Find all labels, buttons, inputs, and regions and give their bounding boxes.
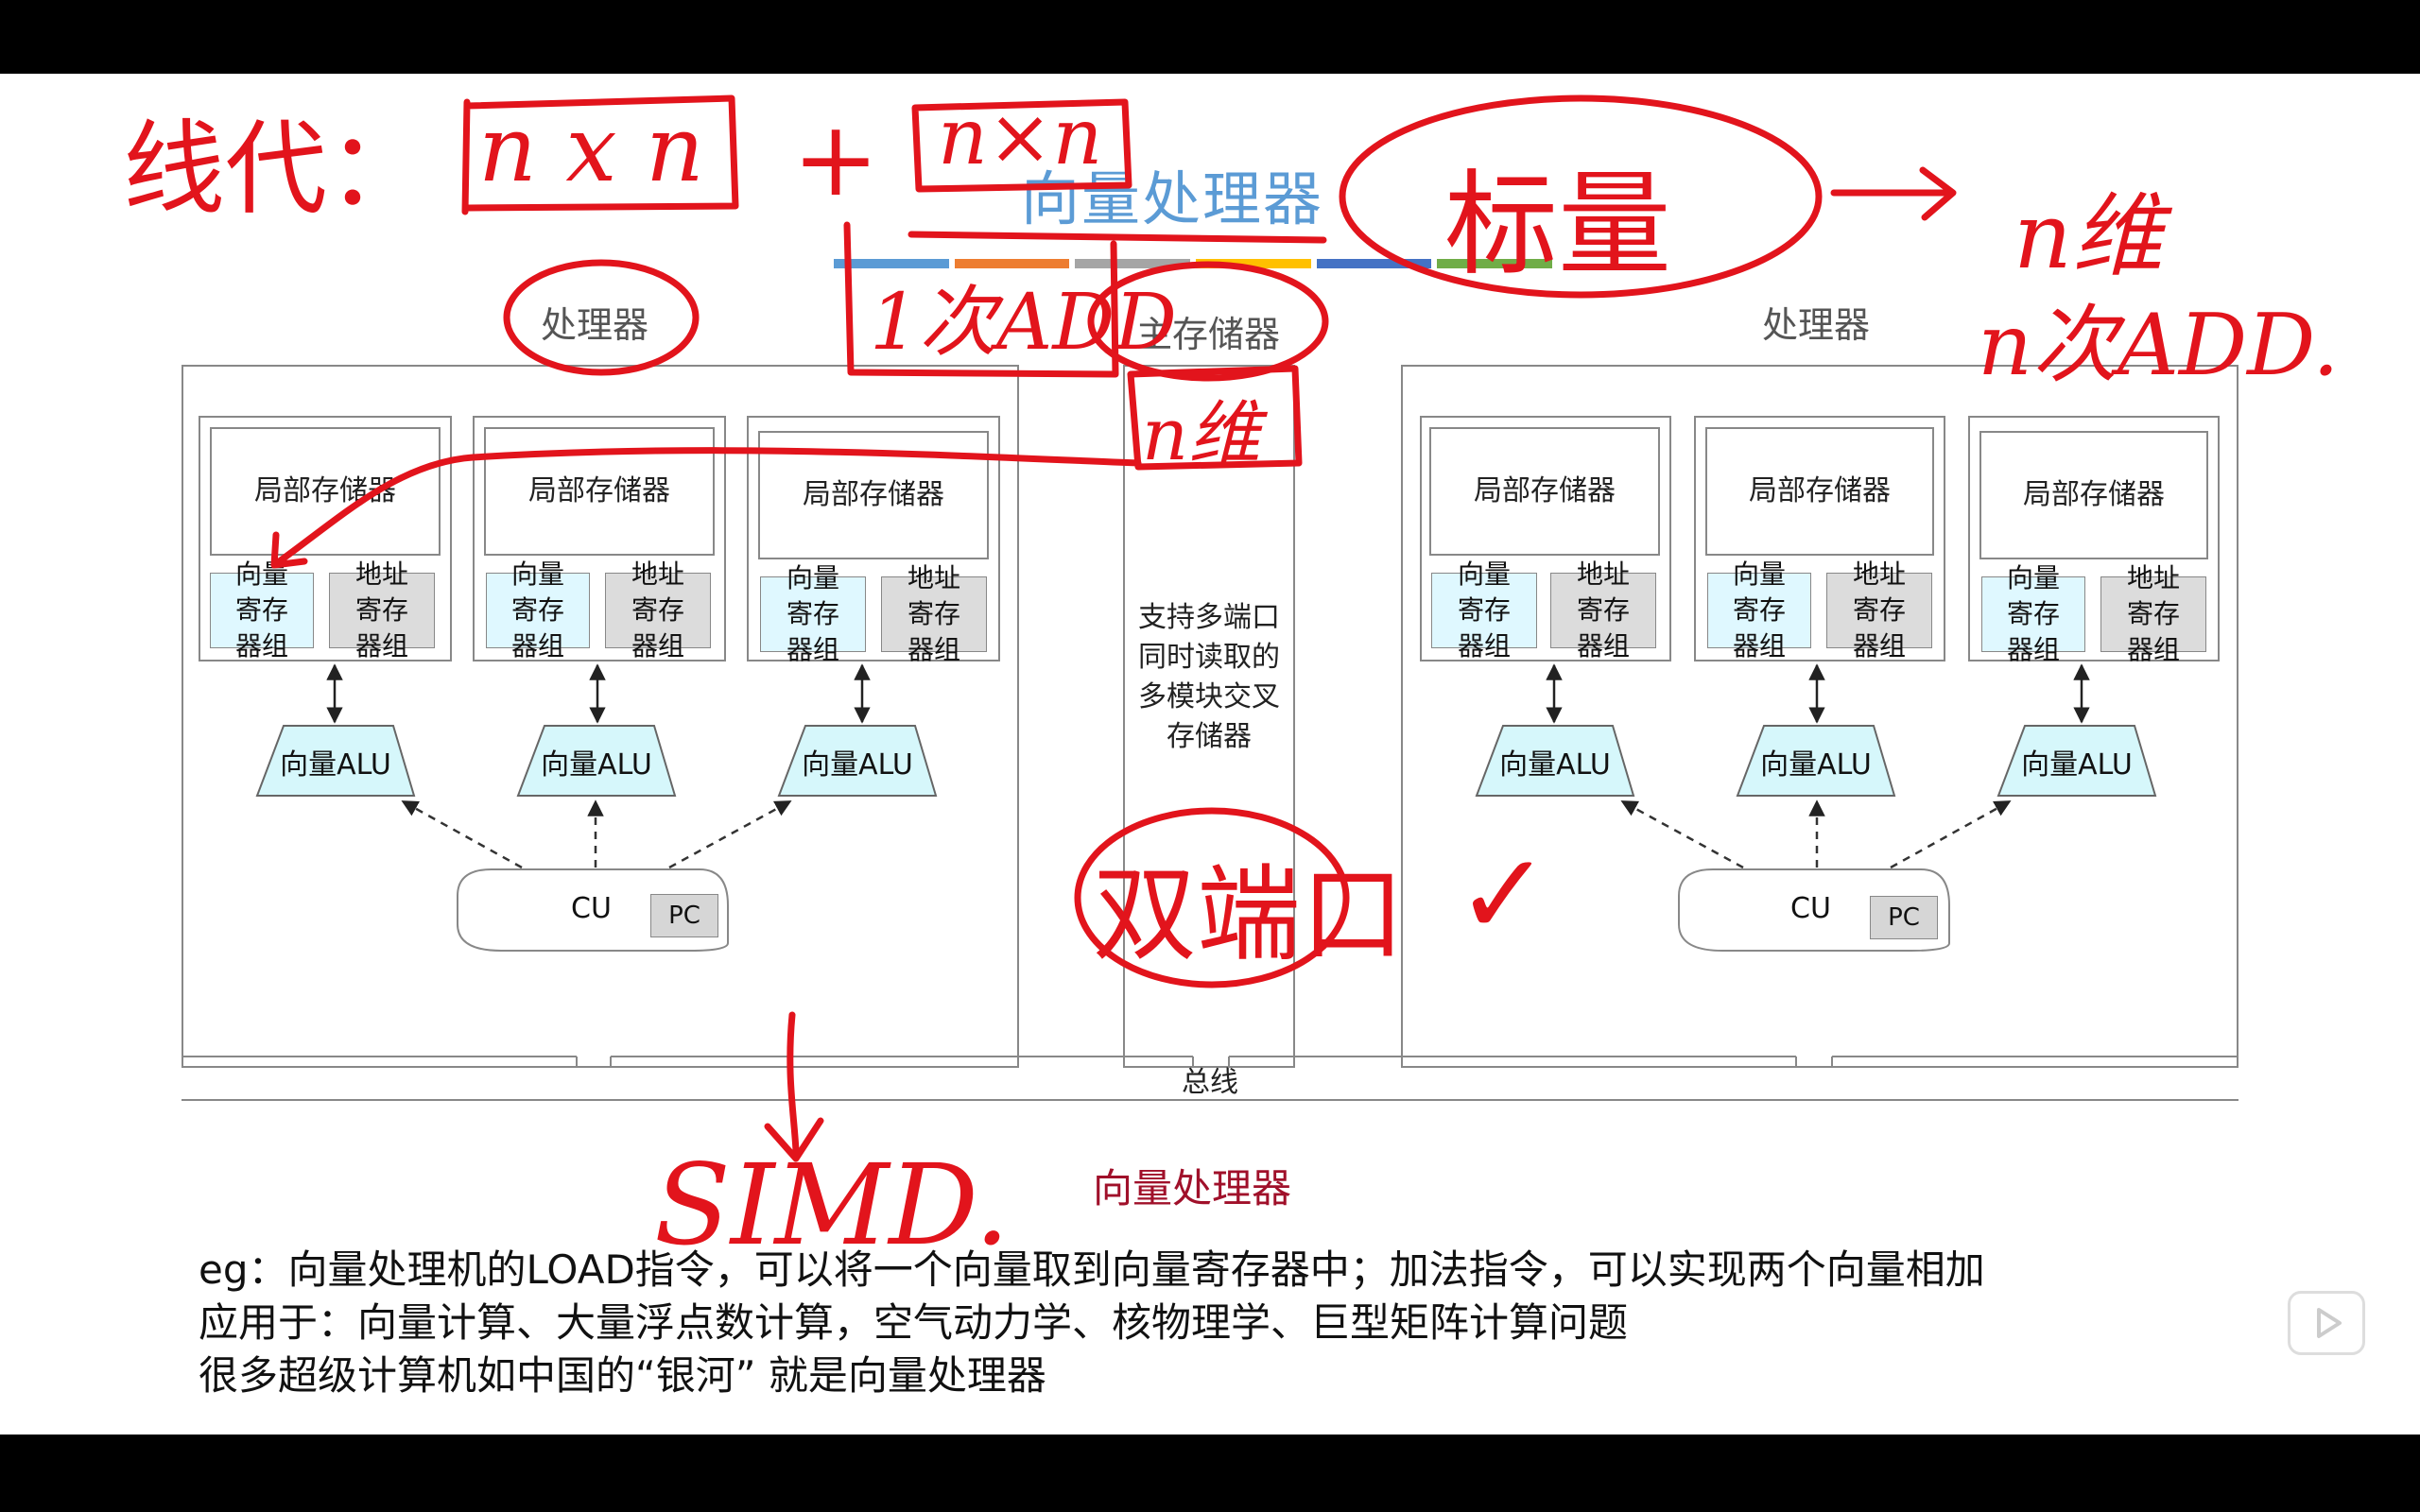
annotation-text: n维 xyxy=(1142,392,1260,476)
play-icon[interactable] xyxy=(2288,1291,2365,1355)
vector-alu xyxy=(777,725,938,797)
vector-alu-label: 向量ALU xyxy=(1760,748,1872,782)
main-memory-description: 支持多端口同时读取的多模块交叉存储器 xyxy=(1138,601,1280,753)
text-line: 很多超级计算机如中国的“银河” 就是向量处理器 xyxy=(199,1352,1046,1399)
title-bar-segment xyxy=(1075,259,1191,268)
arrow-to-simd xyxy=(764,1011,824,1162)
ellipse-processor xyxy=(503,259,700,376)
local-memory xyxy=(1979,431,2208,559)
box-ndim xyxy=(1127,365,1303,471)
annotation-text: 1次ADD xyxy=(870,278,1177,368)
address-register: 地址寄存器组 xyxy=(881,562,987,665)
vector-alu xyxy=(255,725,416,797)
annotation-text: n×n xyxy=(938,93,1103,182)
main-memory-label: 主存储器 xyxy=(1136,314,1281,355)
annotation-text: SIMD. xyxy=(654,1140,1011,1270)
local-memory-label: 局部存储器 xyxy=(1474,474,1616,507)
cu-alu-arrow xyxy=(401,799,523,869)
local-memory xyxy=(1705,427,1934,556)
diagram-caption: 向量处理器 xyxy=(1093,1165,1292,1211)
local-memory-label: 局部存储器 xyxy=(2023,478,2165,511)
annotation-text: n次ADD. xyxy=(1978,296,2340,395)
arrow-to-register xyxy=(270,447,1142,569)
annotation-text: 标量 xyxy=(1444,160,1671,291)
annotation-text: 双端口 xyxy=(1093,854,1405,975)
annotation-strokes xyxy=(270,94,1957,1162)
slide: 向量处理器 处理器 处理器 主存储器 支持多端口同时读取的多模块交叉存储器 总线… xyxy=(0,74,2420,1435)
title-bar-segment xyxy=(954,259,1070,268)
cu-alu-arrow xyxy=(668,799,792,869)
arrow-to-ndim xyxy=(1830,166,1957,221)
slide-title: 向量处理器 xyxy=(1021,164,1324,233)
ellipse-main-memory xyxy=(1087,261,1329,382)
pc-register: PC xyxy=(650,894,718,937)
cu-label: CU xyxy=(571,892,612,925)
text-line: 应用于：向量计算、大量浮点数计算，空气动力学、核物理学、巨型矩阵计算问题 xyxy=(199,1299,1629,1346)
title-color-bar xyxy=(834,259,1553,268)
title-bar-segment xyxy=(1316,259,1432,268)
slide-text: eg：向量处理机的LOAD指令，可以将一个向量取到向量寄存器中；加法指令，可以实… xyxy=(199,1244,1985,1402)
vector-alu-label: 向量ALU xyxy=(1499,748,1611,782)
cu-label: CU xyxy=(1790,892,1831,925)
title-bar-segment xyxy=(1196,259,1311,268)
vector-alu-label: 向量ALU xyxy=(541,748,652,782)
text-line: eg：向量处理机的LOAD指令，可以将一个向量取到向量寄存器中；加法指令，可以实… xyxy=(199,1246,1985,1293)
vector-alu-label: 向量ALU xyxy=(2021,748,2133,782)
local-memory-label: 局部存储器 xyxy=(1749,474,1891,507)
cu-alu-arrow xyxy=(1620,799,1744,869)
bus-label: 总线 xyxy=(1182,1066,1238,1099)
annotation-text: ✓ xyxy=(1456,830,1551,961)
processor-label-right: 处理器 xyxy=(1762,304,1871,346)
ellipse-dual-port xyxy=(1074,807,1350,988)
pc-register: PC xyxy=(1870,896,1938,939)
main-memory xyxy=(1123,365,1295,1068)
title-bar-segment xyxy=(1437,259,1553,268)
annotation-text: 线代： xyxy=(123,111,430,229)
local-memory-label: 局部存储器 xyxy=(803,478,944,511)
local-memory xyxy=(1429,427,1660,556)
title-bar-segment xyxy=(834,259,949,268)
vector-alu xyxy=(1475,725,1635,797)
bracket-nxn-2 xyxy=(911,98,1132,193)
bracket-nxn xyxy=(461,94,739,215)
vector-alu xyxy=(1996,725,2157,797)
vector-alu xyxy=(516,725,677,797)
annotation-text: + xyxy=(792,98,880,219)
processor-label-left: 处理器 xyxy=(541,304,649,346)
annotation-text: n维 xyxy=(2014,183,2163,289)
vector-alu xyxy=(1736,725,1896,797)
local-memory xyxy=(210,427,441,556)
cu-alu-arrow xyxy=(1890,799,2012,869)
vector-alu-label: 向量ALU xyxy=(280,748,391,782)
vector-alu-label: 向量ALU xyxy=(802,748,913,782)
local-memory-label: 局部存储器 xyxy=(528,474,670,507)
annotation-text: n x n xyxy=(478,96,704,202)
ellipse-scalar xyxy=(1339,94,1823,299)
underline xyxy=(908,231,1327,244)
